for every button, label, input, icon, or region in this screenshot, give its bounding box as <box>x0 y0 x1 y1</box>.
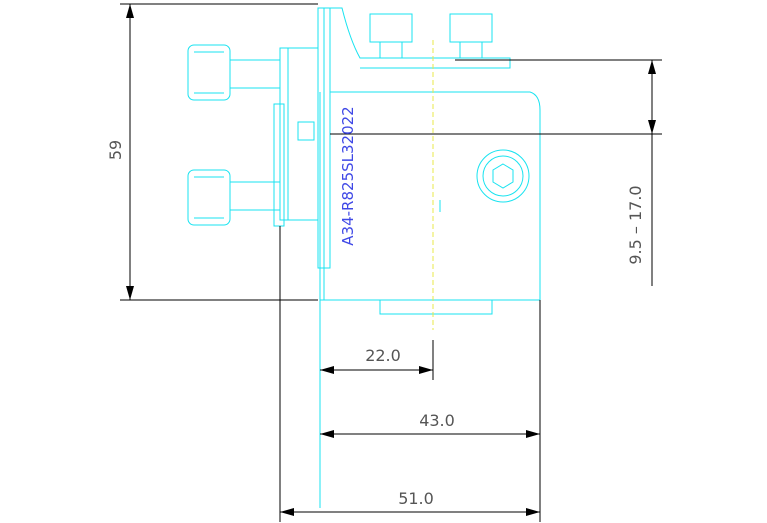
part-outline <box>187 7 541 508</box>
dimension-43: 43.0 <box>320 300 541 522</box>
dimension-range-label: 9.5 – 17.0 <box>626 185 645 264</box>
part-number-label: A34-R825SL32022 <box>339 106 357 245</box>
dimension-59: 59 <box>106 3 318 301</box>
dimension-51: 51.0 <box>279 226 540 522</box>
dimension-43-label: 43.0 <box>419 411 455 430</box>
dimension-range: 9.5 – 17.0 <box>330 59 662 286</box>
dimension-22-label: 22.0 <box>365 346 401 365</box>
dimension-59-label: 59 <box>106 140 125 160</box>
dimension-51-label: 51.0 <box>398 489 434 508</box>
dimension-22: 22.0 <box>320 340 434 380</box>
